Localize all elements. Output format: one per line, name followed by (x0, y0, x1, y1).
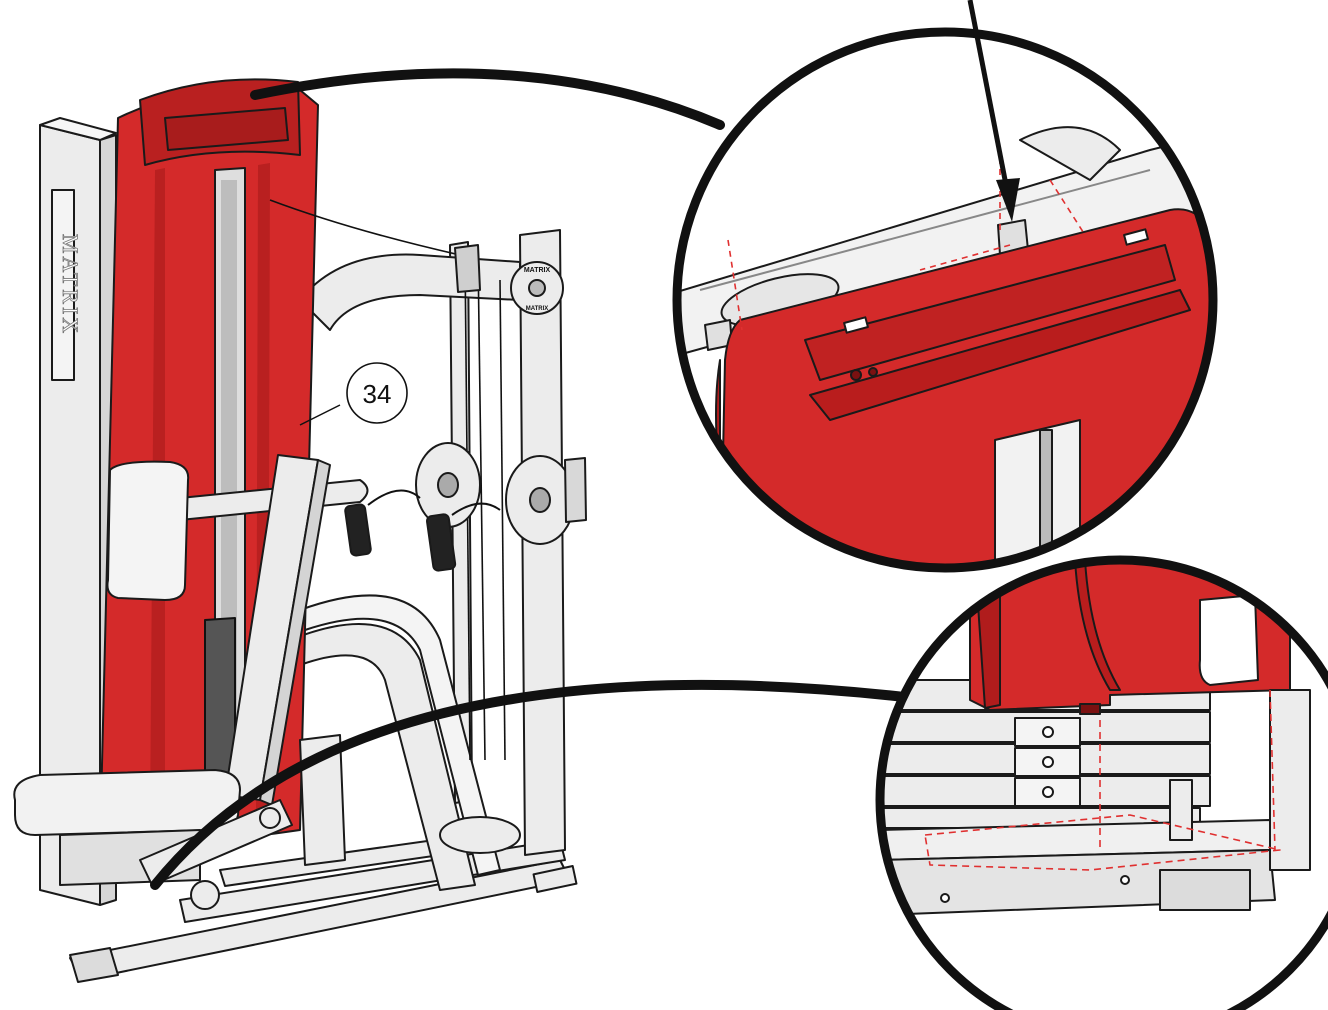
part-number-label: 34 (363, 379, 392, 409)
top-leader-line (250, 68, 725, 130)
install-arrow (967, 0, 1020, 222)
weight-stack-shroud (99, 78, 341, 846)
back-pad-assembly (106, 454, 369, 806)
pulley-logo-bottom: MATRIX (526, 306, 549, 312)
bottom-leader-line (150, 680, 935, 890)
grip-handles (344, 489, 501, 572)
handle-pulleys (415, 442, 587, 545)
part-callout: 34 (346, 362, 408, 424)
bottom-detail-view (875, 555, 1328, 1010)
left-column (39, 117, 117, 906)
top-detail-view (672, 0, 1218, 573)
column-logo-text: MATRIX (58, 234, 83, 336)
seat (13, 769, 241, 886)
top-pulley (454, 244, 564, 315)
machine-illustration (13, 68, 935, 983)
pulley-logo-top: MATRIX (524, 267, 551, 274)
